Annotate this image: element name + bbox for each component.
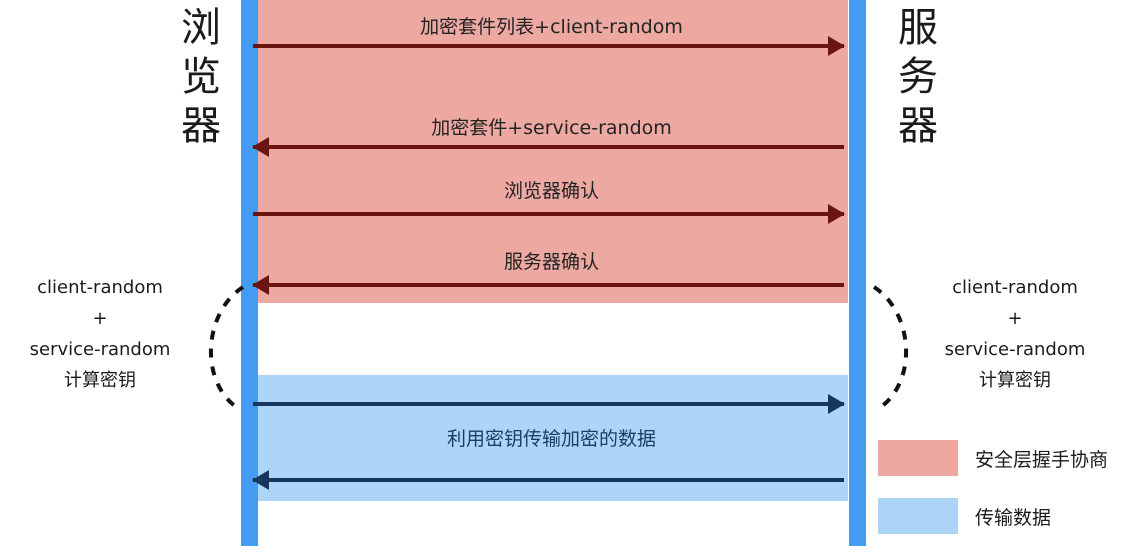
- browser-note-line-3: service-random: [29, 339, 171, 360]
- message-4-caption: 服务器确认: [503, 251, 599, 273]
- legend-item-transfer: 传输数据: [878, 494, 1108, 538]
- message-2-line: [253, 145, 844, 149]
- message-3-caption: 浏览器确认: [503, 180, 599, 202]
- server-label-char-1: 服: [898, 5, 938, 51]
- server-note-line-4: 计算密钥: [979, 370, 1051, 391]
- message-5-arrowhead: [828, 394, 845, 414]
- message-1-arrowhead: [828, 36, 845, 56]
- browser-label-char-1: 浏: [181, 5, 221, 51]
- message-3-arrowhead: [828, 204, 845, 224]
- server-label-char-3: 器: [898, 103, 938, 149]
- legend-item-handshake: 安全层握手协商: [878, 436, 1108, 480]
- server-note-line-2: +: [1007, 308, 1023, 329]
- browser-note-line-4: 计算密钥: [64, 370, 136, 391]
- server-lifeline: [849, 0, 866, 546]
- server-key-computation-note: client-random + service-random 计算密钥: [915, 272, 1115, 396]
- message-1-caption: 加密套件列表+client-random: [420, 16, 683, 38]
- message-6-line: [253, 478, 844, 482]
- browser-label-char-3: 器: [181, 103, 221, 149]
- legend: 安全层握手协商 传输数据: [878, 436, 1108, 552]
- message-3-line: [253, 212, 844, 216]
- message-2-caption: 加密套件+service-random: [431, 117, 672, 139]
- message-6-arrowhead: [252, 470, 269, 490]
- legend-swatch-transfer: [878, 498, 958, 534]
- browser-lifeline: [241, 0, 258, 546]
- browser-note-line-2: +: [92, 308, 108, 329]
- handshake-phase-band: [255, 0, 848, 303]
- server-note-line-1: client-random: [952, 277, 1078, 298]
- server-note-line-3: service-random: [944, 339, 1086, 360]
- message-1-line: [253, 44, 844, 48]
- legend-label-handshake: 安全层握手协商: [975, 448, 1109, 471]
- message-4-line: [253, 283, 844, 287]
- message-5-caption: 利用密钥传输加密的数据: [446, 428, 656, 450]
- browser-actor-label: 浏 览 器: [168, 4, 234, 151]
- browser-key-computation-arc: [208, 285, 245, 411]
- legend-swatch-handshake: [878, 440, 958, 476]
- message-2-arrowhead: [252, 137, 269, 157]
- message-5-line: [253, 402, 844, 406]
- legend-label-transfer: 传输数据: [975, 506, 1052, 529]
- browser-note-line-1: client-random: [37, 277, 163, 298]
- browser-key-computation-note: client-random + service-random 计算密钥: [0, 272, 200, 396]
- server-label-char-2: 务: [898, 54, 938, 100]
- server-actor-label: 服 务 器: [885, 4, 951, 151]
- browser-label-char-2: 览: [181, 54, 221, 100]
- message-4-arrowhead: [252, 275, 269, 295]
